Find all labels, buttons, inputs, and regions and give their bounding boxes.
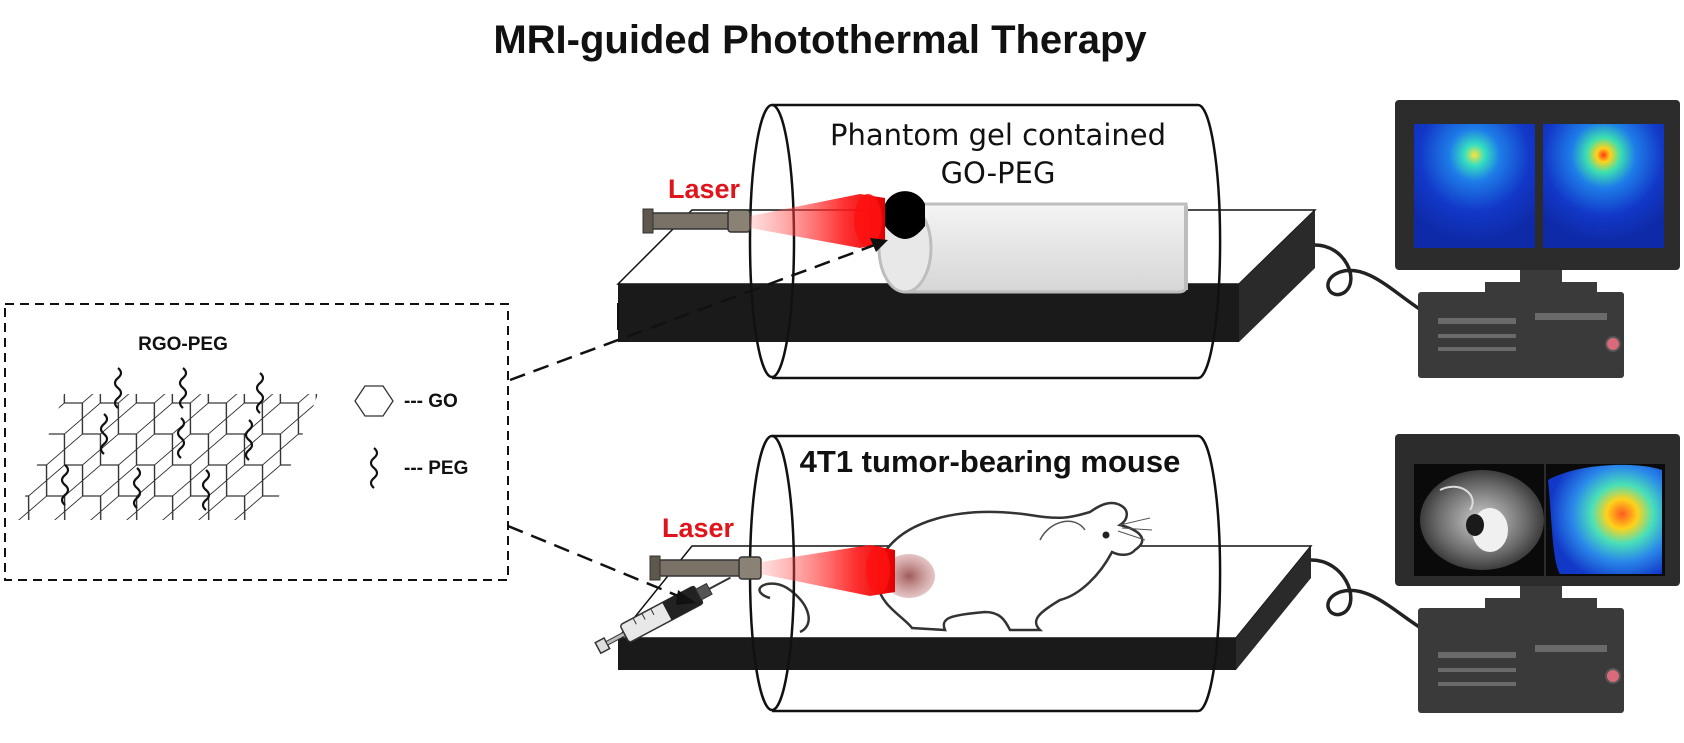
top-computer bbox=[1395, 100, 1680, 378]
top-cable bbox=[1314, 243, 1435, 320]
bottom-caption: 4T1 tumor-bearing mouse bbox=[800, 444, 1181, 479]
phantom-gel bbox=[877, 191, 1188, 294]
top-caption-line1: Phantom gel contained bbox=[830, 118, 1166, 152]
top-heatmap-before bbox=[1414, 124, 1535, 248]
top-caption-line2: GO-PEG bbox=[941, 156, 1056, 190]
bottom-laser-label: Laser bbox=[662, 513, 735, 543]
bottom-cable bbox=[1310, 558, 1435, 638]
top-panel: Laser Phantom gel contained GO-PEG bbox=[616, 103, 1435, 380]
heated-zone bbox=[885, 191, 925, 239]
pointer-arrows bbox=[507, 238, 888, 605]
top-heatmap-after bbox=[1543, 124, 1664, 248]
mri-thermal-map bbox=[1548, 464, 1662, 574]
top-bed-side bbox=[1239, 210, 1315, 342]
bottom-bed-side bbox=[1236, 546, 1311, 670]
diagram-title: MRI-guided Photothermal Therapy bbox=[493, 18, 1147, 62]
hexagon-icon bbox=[354, 385, 394, 417]
tumor bbox=[883, 554, 935, 598]
peg-chains bbox=[60, 367, 265, 511]
bottom-panel: Laser 4T1 tumor-bearing mouse bbox=[594, 434, 1435, 713]
arrow-to-syringe bbox=[507, 524, 689, 602]
bottom-laser-beam bbox=[761, 545, 895, 596]
mouse bbox=[758, 501, 1153, 634]
top-laser-probe bbox=[642, 208, 751, 234]
legend-peg-label: --- PEG bbox=[404, 458, 468, 479]
bottom-power-icon bbox=[1605, 668, 1621, 684]
legend-go-label: --- GO bbox=[404, 391, 458, 412]
top-power-icon bbox=[1605, 336, 1621, 352]
mouse-eye bbox=[1102, 531, 1110, 539]
top-laser-label: Laser bbox=[668, 174, 741, 204]
top-bed-front bbox=[618, 284, 1239, 342]
arrow-to-phantom bbox=[509, 241, 881, 382]
bottom-laser-probe bbox=[649, 555, 762, 581]
squiggle-icon bbox=[369, 447, 379, 489]
rgo-peg-inset: RGO-PEG --- GO --- PEG bbox=[4, 303, 509, 581]
legend-peg: --- PEG bbox=[369, 447, 468, 489]
top-mri-bore bbox=[748, 103, 1222, 380]
bottom-tower bbox=[1418, 608, 1624, 713]
go-sheet bbox=[16, 394, 318, 520]
inset-title: RGO-PEG bbox=[138, 334, 228, 355]
bottom-bed-front bbox=[618, 638, 1236, 670]
legend-go: --- GO bbox=[354, 385, 458, 417]
bottom-computer bbox=[1395, 434, 1680, 713]
top-laser-beam bbox=[750, 194, 885, 248]
